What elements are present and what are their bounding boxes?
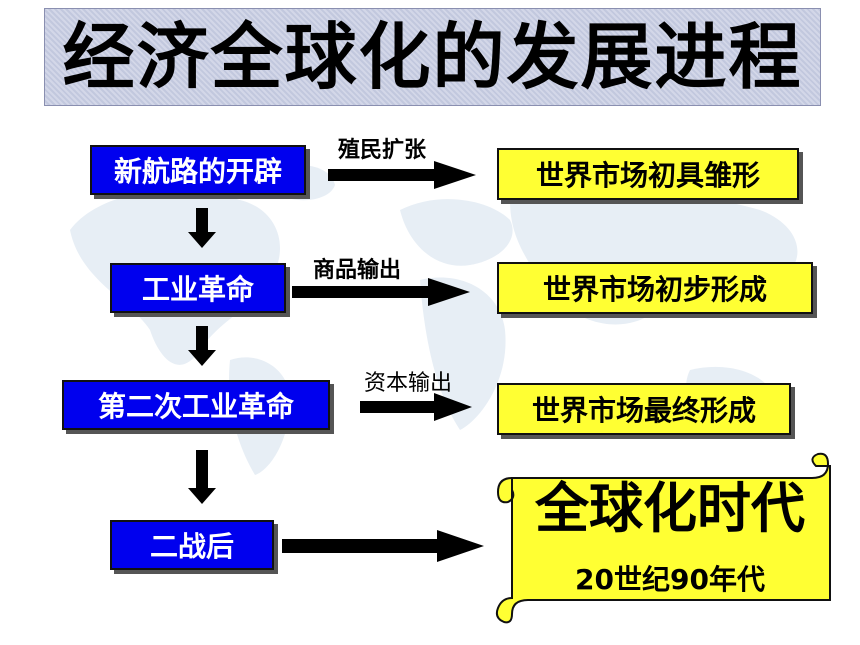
page-title: 经济全球化的发展进程: [62, 15, 803, 99]
result-market-initially-formed: 世界市场初步形成: [497, 262, 813, 314]
result-label: 世界市场初步形成: [542, 273, 767, 306]
down-arrow: [188, 450, 216, 504]
scroll-subtitle: 20世纪90年代: [575, 563, 765, 596]
scroll-title: 全球化时代: [535, 477, 805, 540]
result-label: 世界市场最终形成: [531, 394, 756, 427]
right-arrow: [360, 393, 472, 421]
down-arrow: [188, 208, 216, 248]
stage-industrial-revolution: 工业革命: [110, 263, 286, 313]
stage-label: 二战后: [149, 530, 234, 563]
stage-label: 新航路的开辟: [113, 155, 282, 188]
result-label: 世界市场初具雏形: [535, 159, 760, 192]
stage-label: 工业革命: [141, 273, 254, 306]
stage-post-war: 二战后: [110, 520, 274, 570]
stage-label: 第二次工业革命: [97, 390, 294, 423]
stage-new-sea-routes: 新航路的开辟: [90, 145, 306, 195]
stage-second-industrial-revolution: 第二次工业革命: [62, 380, 330, 430]
result-market-embryonic: 世界市场初具雏形: [497, 148, 799, 200]
world-map-background: [70, 165, 798, 475]
title-banner: 经济全球化的发展进程: [44, 8, 821, 106]
arrow-label-capital-export: 资本输出: [364, 371, 453, 396]
right-arrow: [292, 278, 470, 306]
arrow-label-commodity-export: 商品输出: [313, 258, 402, 283]
down-arrow: [188, 326, 216, 366]
result-market-finally-formed: 世界市场最终形成: [497, 383, 791, 435]
scroll-banner: [495, 452, 831, 624]
arrow-label-colonial-expansion: 殖民扩张: [338, 138, 427, 163]
right-arrow: [282, 530, 484, 562]
right-arrow: [328, 161, 476, 189]
